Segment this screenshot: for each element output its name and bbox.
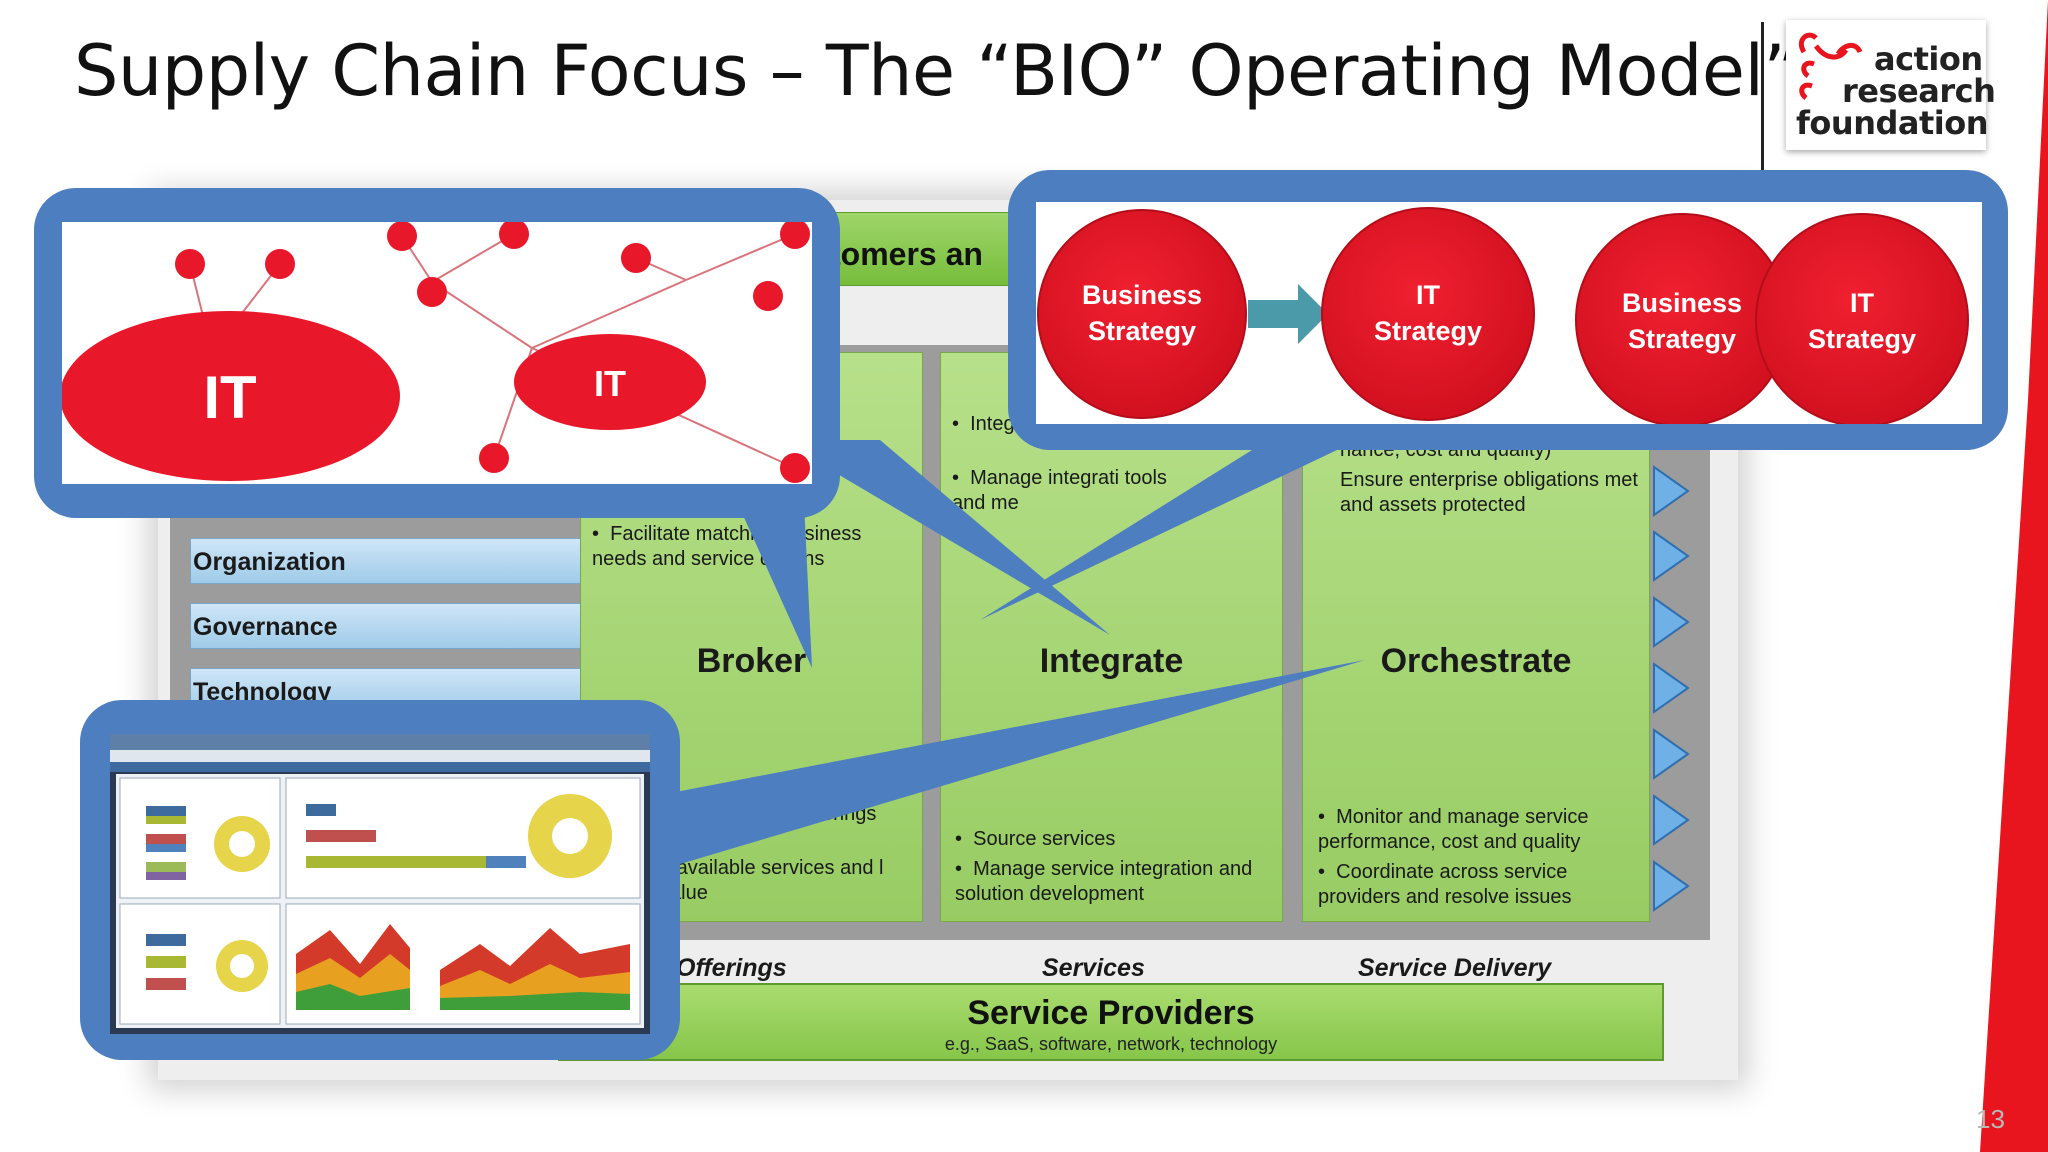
- slide-title: Supply Chain Focus – The “BIO” Operating…: [74, 30, 1800, 112]
- logo-line-2: research: [1842, 72, 1996, 110]
- business-strategy-bubble-1: [1037, 209, 1247, 419]
- chevron-right-icon: [1653, 728, 1690, 780]
- pointer-strategy-to-integrate: [980, 420, 1400, 620]
- integrate-top-bullet-2: • Manage integrati tools and me: [952, 467, 1167, 514]
- customers-banner-text: tomers an: [830, 236, 983, 272]
- strategy-callout: Business Strategy IT Strategy Business S…: [1008, 170, 2008, 450]
- slide-number: 13: [1976, 1104, 2005, 1134]
- bubble3-line2: Strategy: [1628, 324, 1736, 354]
- service-providers-title: Service Providers: [967, 994, 1255, 1032]
- it-large-label: IT: [203, 364, 256, 431]
- logo-line-1: action: [1874, 40, 1983, 78]
- pointer-it-to-integrate: [780, 440, 1110, 635]
- offerings-label: Offerings: [676, 954, 787, 982]
- service-providers-subtitle: e.g., SaaS, software, network, technolog…: [944, 1034, 1278, 1054]
- it-strategy-bubble-1: [1321, 207, 1535, 421]
- orchestrate-bottom-bullet-2: • Coordinate across service providers an…: [1318, 861, 1572, 908]
- it-network-graphic: IT IT: [60, 219, 810, 483]
- it-small-label: IT: [594, 363, 626, 404]
- integrate-bottom-bullet-2: • Manage service integration and solutio…: [955, 858, 1253, 905]
- chevron-right-icon: [1653, 662, 1690, 714]
- arrow-right-icon: [1248, 284, 1328, 344]
- broker-label: Broker: [696, 642, 807, 680]
- logo-line-3: foundation: [1796, 104, 1989, 142]
- chevron-right-icon: [1653, 530, 1690, 582]
- chevron-right-icon: [1653, 860, 1690, 912]
- bubble1-line1: Business: [1082, 280, 1202, 310]
- dashboard-screenshot-image: [110, 734, 650, 1028]
- pointer-dashboard-to-orchestrate: [660, 660, 1365, 870]
- bubble3-line1: Business: [1622, 288, 1742, 318]
- orchestrate-bottom-bullet-1: • Monitor and manage service performance…: [1318, 806, 1589, 853]
- chevron-right-icon: [1653, 794, 1690, 846]
- orchestrate-label: Orchestrate: [1380, 642, 1572, 680]
- bubble2-line1: IT: [1416, 280, 1441, 310]
- service-providers-box: [558, 983, 1664, 1061]
- logo: action research foundation: [1786, 20, 1996, 150]
- row-organization: Organization: [190, 538, 582, 584]
- integrate-bottom-bullet-1: • Source services: [955, 828, 1116, 850]
- orchestrate-top-bullet-2: Ensure enterprise obligations met and as…: [1340, 469, 1638, 516]
- bubble4-line2: Strategy: [1808, 324, 1916, 354]
- dashboard-callout: [80, 700, 680, 1060]
- title-divider: [1761, 22, 1764, 172]
- services-label: Services: [1042, 954, 1145, 982]
- it-network-callout: IT IT: [34, 188, 840, 518]
- row-governance: Governance: [190, 603, 582, 649]
- chevron-right-icon: [1653, 465, 1690, 517]
- chevron-right-icon: [1653, 596, 1690, 648]
- bubble2-line2: Strategy: [1374, 316, 1482, 346]
- service-delivery-label: Service Delivery: [1358, 954, 1552, 982]
- accent-stripe: [1980, 0, 2048, 1152]
- integrate-label: Integrate: [1039, 642, 1184, 680]
- strategy-graphic: Business Strategy IT Strategy Business S…: [1037, 207, 1969, 427]
- logo-swirl-icon: [1798, 32, 1863, 100]
- it-strategy-bubble-2: [1755, 213, 1969, 427]
- bubble4-line1: IT: [1850, 288, 1875, 318]
- bubble1-line2: Strategy: [1088, 316, 1196, 346]
